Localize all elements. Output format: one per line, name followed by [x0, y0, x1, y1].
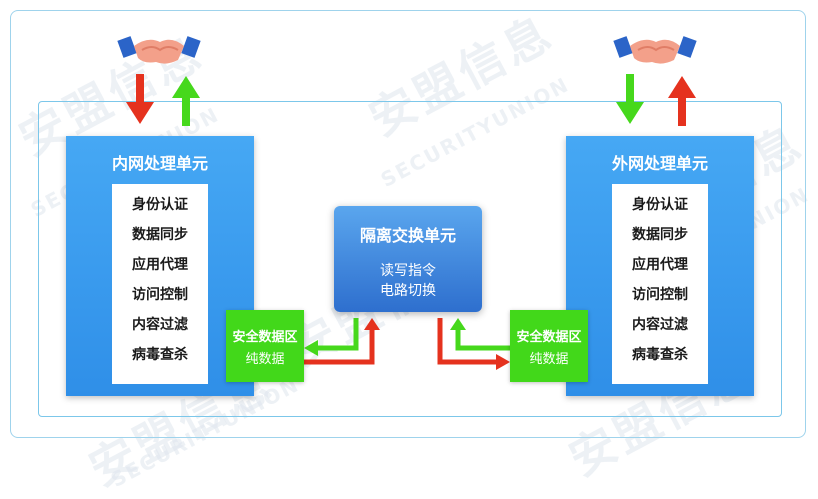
unit-description: 电路切换 [380, 283, 436, 299]
list-item: 数据同步 [132, 227, 188, 243]
zone-subtitle: 纯数据 [245, 352, 285, 367]
list-item: 身份认证 [132, 197, 188, 213]
unit-title: 隔离交换单元 [359, 226, 456, 245]
arrow-up-green-icon [172, 76, 200, 126]
list-item: 病毒查杀 [632, 347, 688, 363]
handshake-icon [117, 36, 201, 64]
list-item: 访问控制 [132, 287, 188, 303]
list-item: 内容过滤 [132, 317, 188, 333]
inner-network-unit: 内网处理单元 身份认证 数据同步 应用代理 访问控制 内容过滤 病毒查杀 [66, 136, 254, 396]
secure-data-zone-right: 安全数据区 纯数据 [510, 310, 588, 382]
list-item: 应用代理 [132, 257, 188, 273]
unit-description: 读写指令 [380, 263, 436, 279]
isolation-exchange-unit: 隔离交换单元 读写指令 电路切换 [334, 206, 482, 312]
unit-title: 内网处理单元 [111, 154, 208, 173]
arrow-red-to-right-zone-icon [437, 318, 510, 370]
arrow-down-red-icon [126, 74, 154, 124]
list-item: 数据同步 [632, 227, 688, 243]
list-item: 身份认证 [632, 197, 688, 213]
arrow-green-to-left-zone-icon [304, 318, 359, 356]
list-item: 访问控制 [632, 287, 688, 303]
arrow-up-red-icon [668, 76, 696, 126]
unit-title: 外网处理单元 [611, 154, 708, 173]
arrow-down-green-icon [616, 74, 644, 124]
handshake-icons [117, 36, 697, 64]
inner-frame [38, 101, 782, 417]
zone-title: 安全数据区 [232, 330, 298, 345]
function-list: 身份认证 数据同步 应用代理 访问控制 内容过滤 病毒查杀 [612, 184, 708, 384]
zone-title: 安全数据区 [516, 330, 582, 345]
zone-subtitle: 纯数据 [529, 352, 569, 367]
function-list: 身份认证 数据同步 应用代理 访问控制 内容过滤 病毒查杀 [112, 184, 208, 384]
outer-network-unit: 外网处理单元 身份认证 数据同步 应用代理 访问控制 内容过滤 病毒查杀 [566, 136, 754, 396]
list-item: 内容过滤 [632, 317, 688, 333]
list-item: 应用代理 [632, 257, 688, 273]
connector-arrows [126, 74, 696, 370]
arrow-green-to-isolation-icon [450, 318, 510, 351]
outer-frame [10, 10, 806, 438]
handshake-icon [613, 36, 697, 64]
arrow-red-to-isolation-icon [304, 318, 380, 365]
secure-data-zone-left: 安全数据区 纯数据 [226, 310, 304, 382]
list-item: 病毒查杀 [132, 347, 188, 363]
